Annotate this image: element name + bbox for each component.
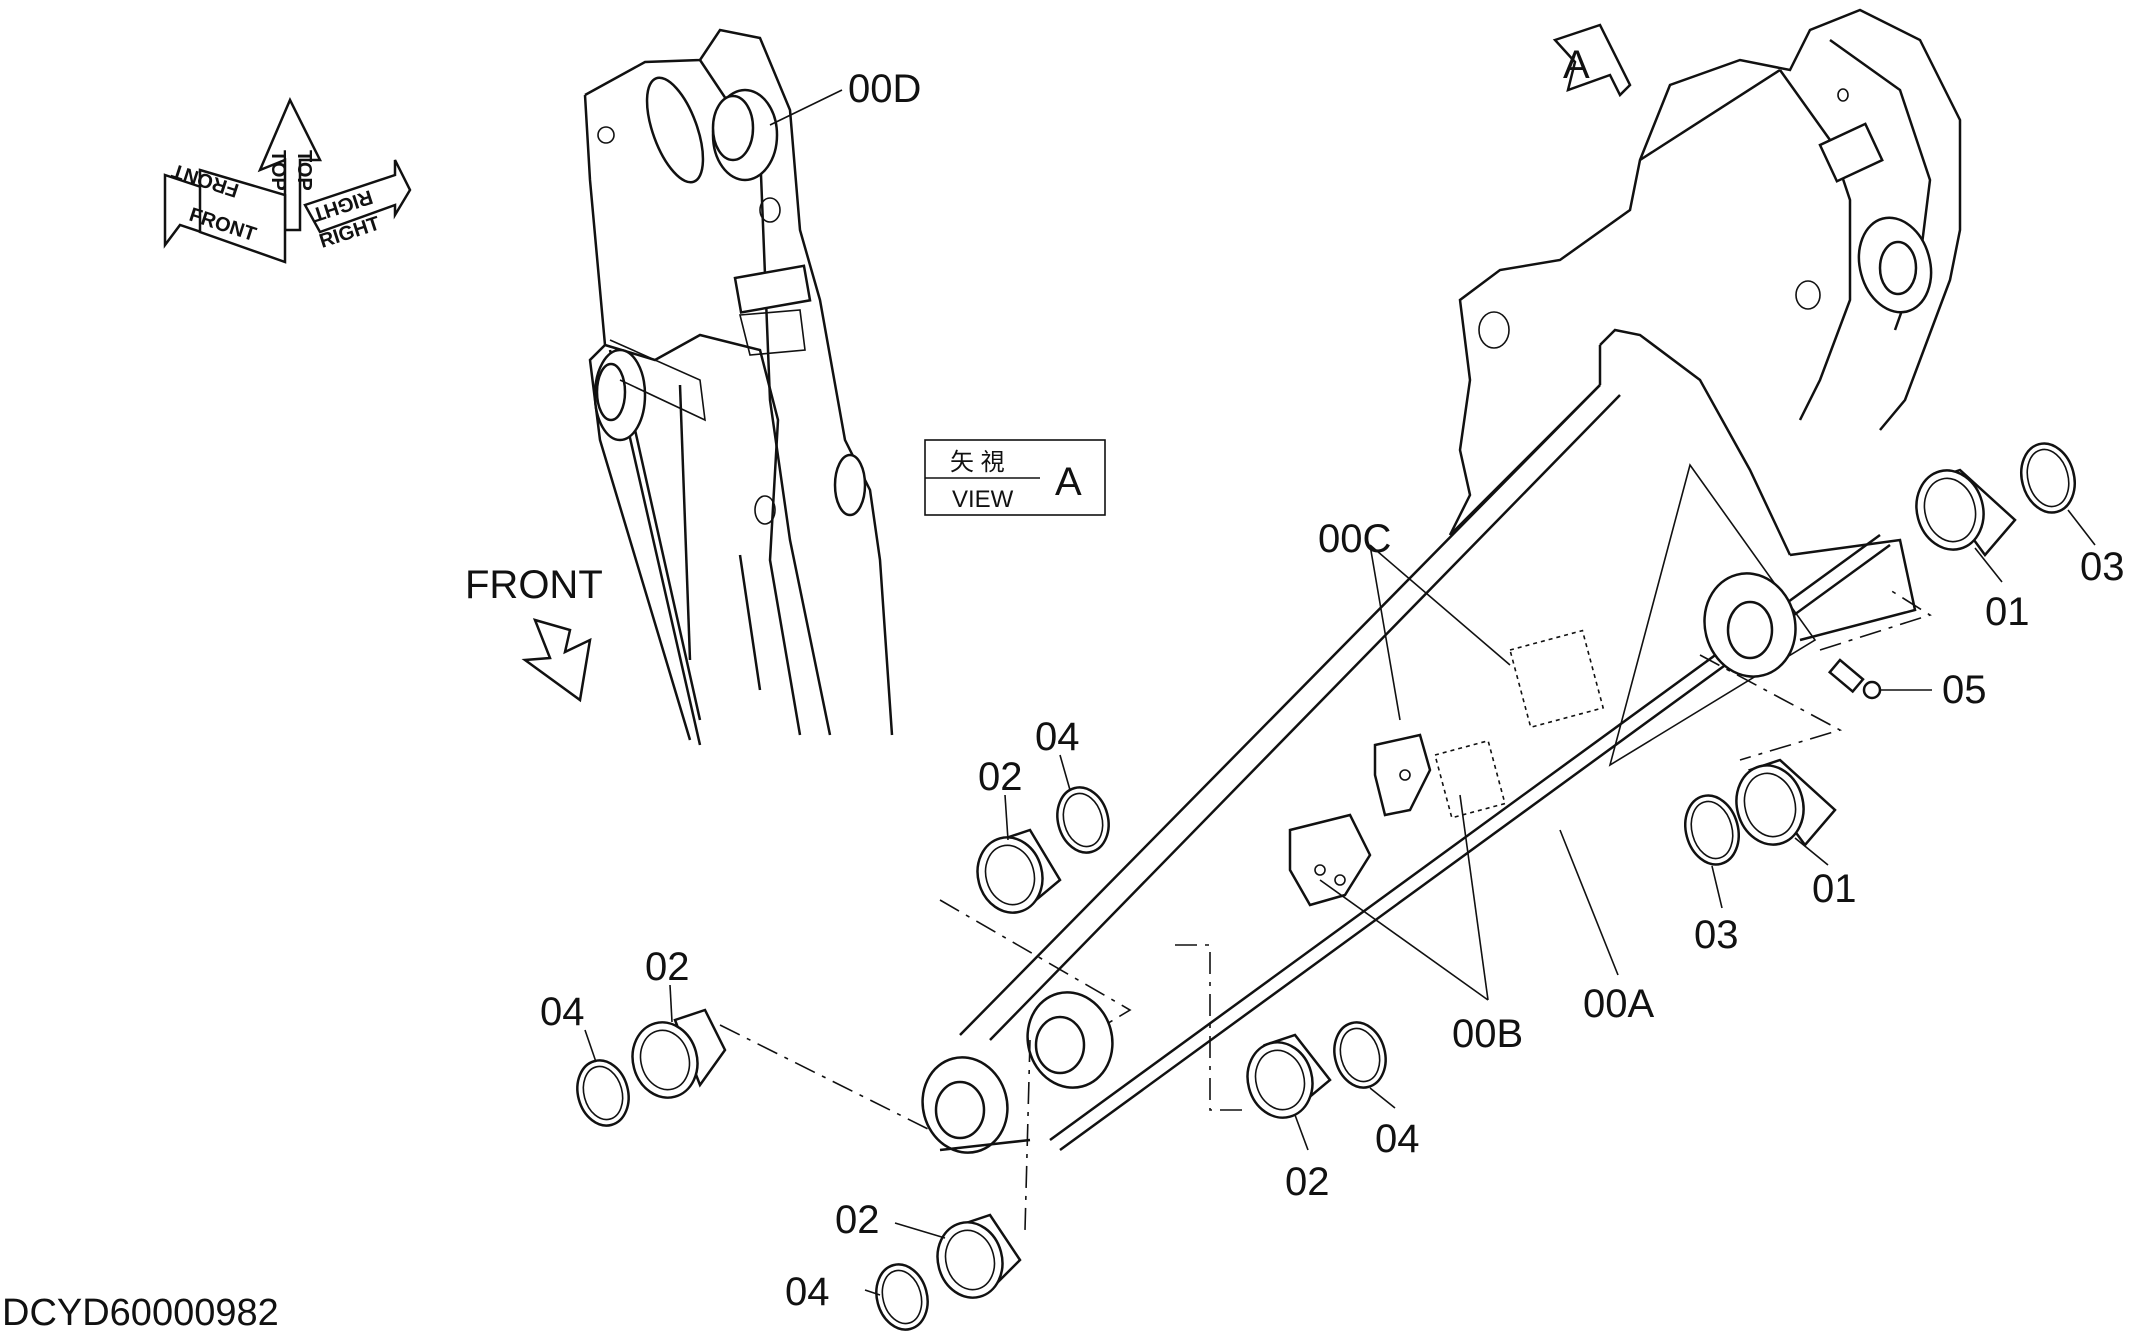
- bushing-02-b: [631, 1008, 727, 1099]
- shim-03-lower: [1684, 794, 1740, 866]
- center-lines: [719, 589, 1932, 1231]
- drawing-code: DCYD60000982: [2, 1292, 279, 1334]
- bushing-02-d: [936, 1213, 1022, 1299]
- callout-02-a: 02: [978, 755, 1023, 799]
- orientation-top-label: TOP: [267, 150, 289, 191]
- view-box-view: VIEW: [952, 486, 1014, 513]
- arm-assembly: [921, 8, 1962, 1154]
- boom-end-view: [583, 28, 894, 746]
- leader-lines: [584, 89, 2096, 1296]
- view-arrow-a: A: [1552, 23, 1632, 98]
- bushing-01-upper: [1915, 468, 2017, 558]
- callout-00C: 00C: [1318, 517, 1391, 561]
- shim-04-a: [1056, 786, 1110, 854]
- shim-04-d: [875, 1263, 929, 1331]
- callout-03-upper: 03: [2080, 545, 2125, 589]
- view-box-kanji: 矢 視: [950, 449, 1005, 476]
- callout-00A: 00A: [1583, 982, 1654, 1026]
- callout-labels: 00D 00C 00B 00A 01 03 05 01 03 02 04 02 …: [540, 67, 2125, 1314]
- bushing-02-c: [1246, 1033, 1332, 1119]
- view-box-letter: A: [1055, 460, 1082, 504]
- bushing-02-a: [976, 828, 1062, 914]
- callout-05: 05: [1942, 668, 1987, 712]
- view-arrow-letter: A: [1563, 43, 1590, 87]
- callout-04-a: 04: [1035, 715, 1080, 759]
- callout-00B: 00B: [1452, 1012, 1523, 1056]
- front-direction-arrow: FRONT: [465, 563, 603, 703]
- callout-03-lower: 03: [1694, 913, 1739, 957]
- callout-02-c: 02: [1285, 1160, 1330, 1204]
- callout-02-d: 02: [835, 1198, 880, 1242]
- shim-03-upper: [2020, 442, 2076, 514]
- shim-04-c: [1333, 1021, 1387, 1089]
- orientation-arrows: FRONT FRONT TOP TOP RIGHT RIGHT: [163, 97, 412, 264]
- bushings: [576, 442, 2076, 1331]
- orientation-top-mirror: TOP: [293, 150, 315, 191]
- callout-04-d: 04: [785, 1270, 830, 1314]
- callout-04-b: 04: [540, 990, 585, 1034]
- shim-04-b: [576, 1059, 630, 1127]
- front-label: FRONT: [465, 563, 603, 607]
- callout-01-lower: 01: [1812, 867, 1857, 911]
- callout-00D: 00D: [848, 67, 921, 111]
- callout-04-c: 04: [1375, 1117, 1420, 1161]
- bushing-01-lower: [1735, 758, 1837, 848]
- callout-02-b: 02: [645, 945, 690, 989]
- view-a-box: 矢 視 VIEW A: [924, 439, 1106, 516]
- callout-01-upper: 01: [1985, 590, 2030, 634]
